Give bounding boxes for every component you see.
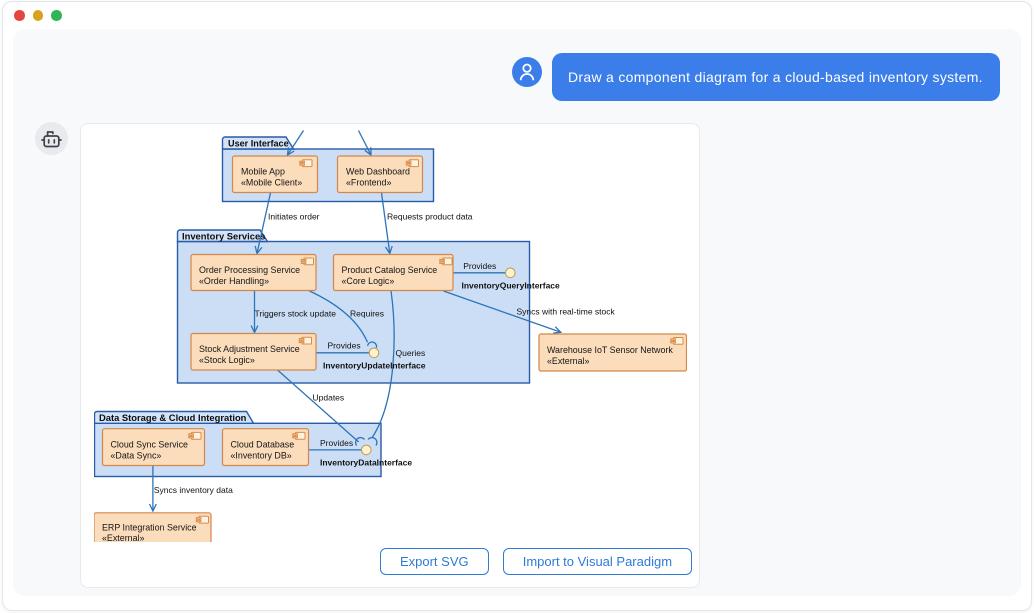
svg-text:Product Catalog Service: Product Catalog Service [341, 265, 437, 275]
svg-text:Mobile App: Mobile App [241, 167, 285, 177]
svg-text:Provides: Provides [463, 261, 496, 271]
svg-text:«Data Sync»: «Data Sync» [110, 451, 161, 461]
svg-text:Inventory Services: Inventory Services [182, 230, 265, 241]
svg-text:Syncs with real-time stock: Syncs with real-time stock [516, 307, 615, 317]
svg-text:InventoryDataInterface: InventoryDataInterface [320, 458, 412, 468]
svg-text:Cloud Database: Cloud Database [230, 440, 294, 450]
svg-text:Cloud Sync Service: Cloud Sync Service [110, 440, 188, 450]
svg-text:Requests product data: Requests product data [387, 211, 473, 221]
svg-text:Web Dashboard: Web Dashboard [346, 167, 410, 177]
svg-text:Requires: Requires [350, 308, 384, 318]
svg-text:«Mobile Client»: «Mobile Client» [241, 178, 302, 188]
svg-text:Provides: Provides [320, 438, 353, 448]
svg-text:«Inventory DB»: «Inventory DB» [230, 451, 291, 461]
svg-text:Stock Adjustment Service: Stock Adjustment Service [199, 344, 300, 354]
svg-text:User Interface: User Interface [228, 139, 289, 149]
svg-text:«Order Handling»: «Order Handling» [199, 276, 269, 286]
svg-text:Updates: Updates [312, 393, 344, 403]
svg-text:Data Storage & Cloud Integrati: Data Storage & Cloud Integration [99, 412, 247, 423]
svg-text:Queries: Queries [395, 348, 425, 358]
svg-text:InventoryUpdateInterface: InventoryUpdateInterface [323, 360, 426, 370]
svg-text:InventoryQueryInterface: InventoryQueryInterface [461, 281, 560, 291]
svg-text:Provides: Provides [327, 341, 360, 351]
svg-text:Order Processing Service: Order Processing Service [199, 265, 300, 275]
svg-text:«Frontend»: «Frontend» [346, 178, 391, 188]
svg-text:«Stock Logic»: «Stock Logic» [199, 355, 255, 365]
svg-text:Syncs inventory data: Syncs inventory data [153, 485, 232, 495]
svg-text:«External»: «External» [102, 533, 144, 542]
svg-text:Initiates order: Initiates order [268, 211, 320, 221]
svg-text:Triggers stock update: Triggers stock update [254, 308, 336, 318]
svg-text:ERP Integration Service: ERP Integration Service [102, 523, 197, 533]
svg-text:Warehouse IoT Sensor Network: Warehouse IoT Sensor Network [547, 345, 673, 355]
svg-text:«Core Logic»: «Core Logic» [341, 276, 394, 286]
svg-text:«External»: «External» [547, 356, 589, 366]
